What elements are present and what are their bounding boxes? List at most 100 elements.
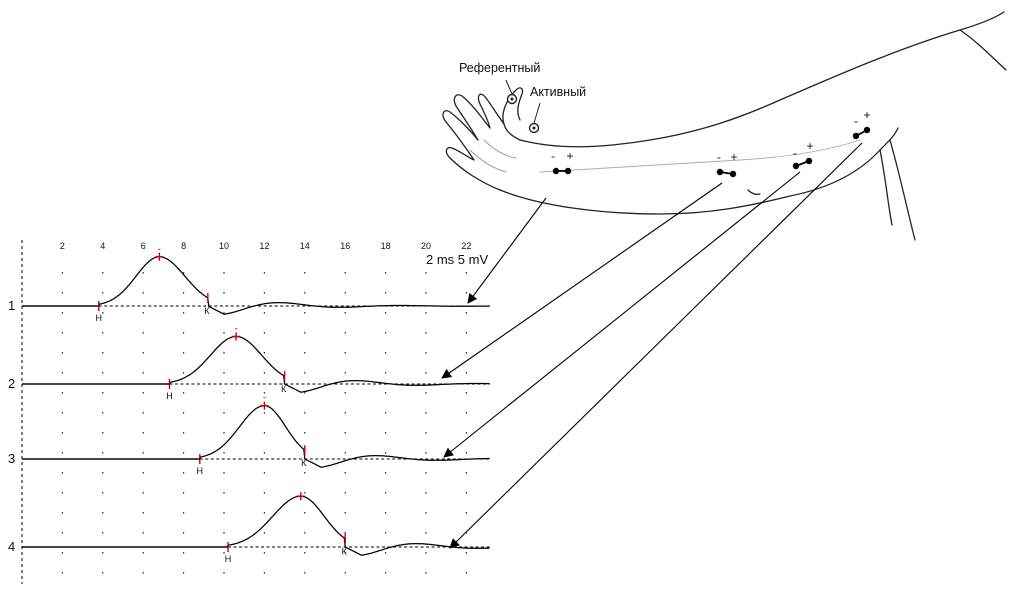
grid-dot	[385, 492, 387, 494]
grid-dot	[385, 452, 387, 454]
grid-dot	[263, 532, 265, 534]
grid-dot	[385, 352, 387, 354]
x-tick-label: 2	[60, 241, 65, 251]
grid-dot	[425, 532, 427, 534]
grid-dot	[223, 332, 225, 334]
grid-dot	[142, 352, 144, 354]
minus-sign: -	[551, 149, 555, 163]
grid-dot	[142, 532, 144, 534]
end-label: К	[301, 458, 307, 468]
plus-sign: +	[730, 150, 737, 164]
trace-1: 1НК-	[8, 244, 490, 323]
elbow-crease	[747, 189, 761, 196]
grid-dot	[385, 532, 387, 534]
grid-dot	[102, 312, 104, 314]
grid-dot	[223, 432, 225, 434]
grid-dot	[142, 292, 144, 294]
plus-sign: +	[863, 108, 870, 122]
grid-dot	[61, 332, 63, 334]
grid-dot	[344, 392, 346, 394]
grid-dot	[304, 472, 306, 474]
grid-dot	[385, 312, 387, 314]
peak-sign: -	[263, 393, 266, 403]
dot-grid	[61, 272, 467, 574]
grid-dot	[102, 352, 104, 354]
grid-dot	[61, 412, 63, 414]
stimulation-electrode-pairs: -+-+-+-+	[551, 108, 871, 178]
grid-dot	[223, 292, 225, 294]
grid-dot	[183, 312, 185, 314]
grid-dot	[142, 472, 144, 474]
grid-dot	[344, 292, 346, 294]
trace-label: 4	[8, 539, 15, 554]
grid-dot	[465, 492, 467, 494]
grid-dot	[183, 392, 185, 394]
grid-dot	[223, 552, 225, 554]
grid-dot	[465, 312, 467, 314]
grid-dot	[465, 292, 467, 294]
grid-dot	[183, 412, 185, 414]
waveform-3	[22, 405, 490, 468]
grid-dot	[223, 412, 225, 414]
grid-dot	[344, 352, 346, 354]
grid-dot	[263, 492, 265, 494]
grid-dot	[61, 432, 63, 434]
grid-dot	[263, 472, 265, 474]
grid-dot	[344, 492, 346, 494]
x-tick-label: 20	[421, 241, 431, 251]
grid-dot	[142, 512, 144, 514]
grid-dot	[425, 472, 427, 474]
grid-dot	[223, 352, 225, 354]
waveform-1	[22, 256, 490, 315]
armpit-line-2	[889, 139, 916, 241]
grid-dot	[61, 292, 63, 294]
grid-dot	[344, 312, 346, 314]
onset-label: Н	[197, 466, 204, 476]
arrow-3	[443, 171, 801, 458]
grid-dot	[344, 572, 346, 574]
grid-dot	[465, 552, 467, 554]
grid-dot	[223, 512, 225, 514]
grid-dot	[183, 272, 185, 274]
grid-dot	[425, 372, 427, 374]
grid-dot	[102, 272, 104, 274]
peak-sign: -	[158, 244, 161, 254]
stim-pair-2: -+	[716, 150, 738, 178]
grid-dot	[344, 532, 346, 534]
grid-dot	[344, 272, 346, 274]
x-tick-label: 14	[300, 241, 310, 251]
emg-traces: 1НК-2НК-3НК-4НК	[8, 244, 490, 564]
active-label: Активный	[530, 85, 586, 99]
grid-dot	[304, 552, 306, 554]
grid-dot	[304, 372, 306, 374]
grid-dot	[465, 332, 467, 334]
grid-dot	[425, 552, 427, 554]
arm-illustration	[442, 11, 1007, 241]
grid-dot	[142, 312, 144, 314]
grid-dot	[465, 372, 467, 374]
onset-label: Н	[96, 313, 103, 323]
grid-dot	[304, 292, 306, 294]
grid-dot	[465, 272, 467, 274]
reference-label: Референтный	[459, 61, 540, 75]
stim-pair-4: -+	[852, 108, 871, 140]
grid-dot	[385, 392, 387, 394]
grid-dot	[263, 392, 265, 394]
grid-dot	[263, 352, 265, 354]
grid-dot	[385, 412, 387, 414]
grid-dot	[183, 532, 185, 534]
grid-dot	[385, 552, 387, 554]
grid-dot	[385, 332, 387, 334]
grid-dot	[102, 472, 104, 474]
finger-electrodes: Референтный Активный	[459, 61, 586, 134]
arrow-4	[449, 142, 863, 549]
grid-dot	[61, 272, 63, 274]
grid-dot	[344, 512, 346, 514]
grid-dot	[142, 372, 144, 374]
scale-label: 2 ms 5 mV	[426, 252, 488, 267]
grid-dot	[425, 412, 427, 414]
x-tick-label: 8	[181, 241, 186, 251]
